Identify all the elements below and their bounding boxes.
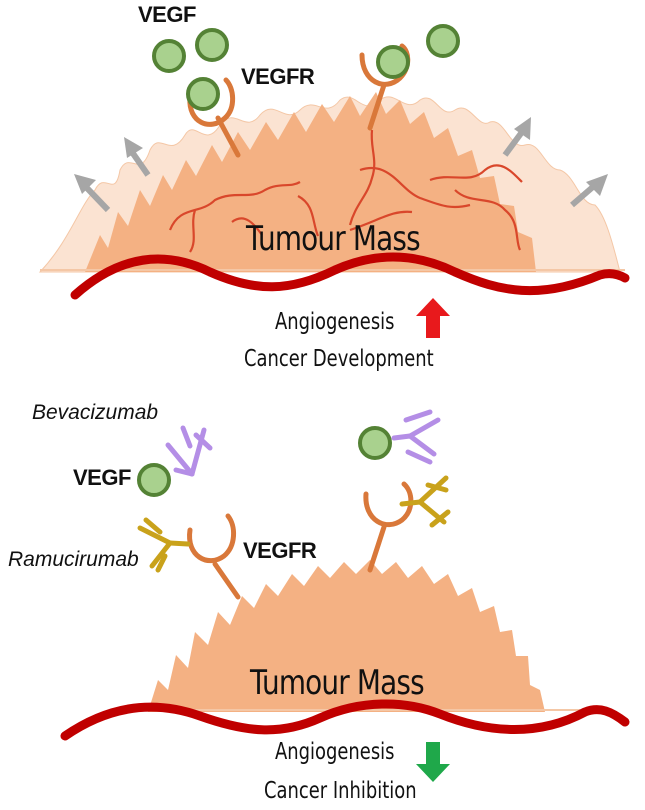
vegfr-label-top: VEGFR	[241, 64, 315, 89]
growth-arrow-icon	[74, 174, 111, 213]
growth-arrows	[74, 117, 608, 213]
angiogenesis-caption-bottom: Angiogenesis	[275, 739, 395, 765]
vegfr-receptor-icon	[363, 481, 414, 573]
vegf-molecule-icon	[152, 39, 186, 73]
blood-vessel-top	[70, 252, 630, 300]
vegf-molecule-icon	[195, 28, 229, 62]
vegfr-receptor-icon	[187, 77, 241, 158]
growth-arrow-icon	[570, 174, 608, 208]
vegfr-receptor-icon	[187, 513, 241, 600]
vegf-molecule-icon	[137, 463, 171, 497]
tumour-mass-bottom	[148, 560, 545, 712]
tumour-mass-top	[85, 92, 536, 272]
bevacizumab-label: Bevacizumab	[32, 401, 159, 424]
outcome-caption-top: Cancer Development	[244, 346, 434, 372]
angiogenesis-caption-top: Angiogenesis	[275, 309, 395, 335]
tumour-mass-label-bottom: Tumour Mass	[250, 663, 425, 703]
arrow-up-icon	[416, 298, 450, 338]
capillaries-top	[168, 129, 523, 253]
vegf-label-top: VEGF	[138, 2, 196, 27]
vegf-molecule-icon	[426, 24, 460, 58]
vegf-molecules-bottom	[137, 426, 392, 497]
bevacizumab-antibody-icon	[391, 409, 441, 465]
growth-arrow-icon	[502, 117, 531, 157]
blood-vessel-bottom	[60, 699, 630, 741]
tumour-mass-label-top: Tumour Mass	[246, 219, 421, 259]
arrow-down-icon	[416, 742, 450, 782]
top-panel	[38, 24, 630, 338]
growth-arrow-icon	[124, 137, 151, 177]
vegf-molecule-icon	[186, 77, 220, 111]
bevacizumab-antibody-icon	[165, 425, 213, 477]
vegf-molecule-icon	[376, 45, 410, 79]
outcome-caption-bottom: Cancer Inhibition	[264, 778, 417, 804]
bottom-panel	[60, 409, 630, 782]
vegf-molecule-icon	[358, 426, 392, 460]
vegf-label-bottom: VEGF	[73, 465, 131, 490]
vegfr-label-bottom: VEGFR	[243, 538, 317, 563]
vegf-molecules-top	[152, 24, 460, 111]
ramucirumab-label: Ramucirumab	[8, 548, 139, 571]
ramucirumab-antibody-icon	[399, 475, 451, 528]
ramucirumab-antibody-icon	[137, 517, 191, 573]
